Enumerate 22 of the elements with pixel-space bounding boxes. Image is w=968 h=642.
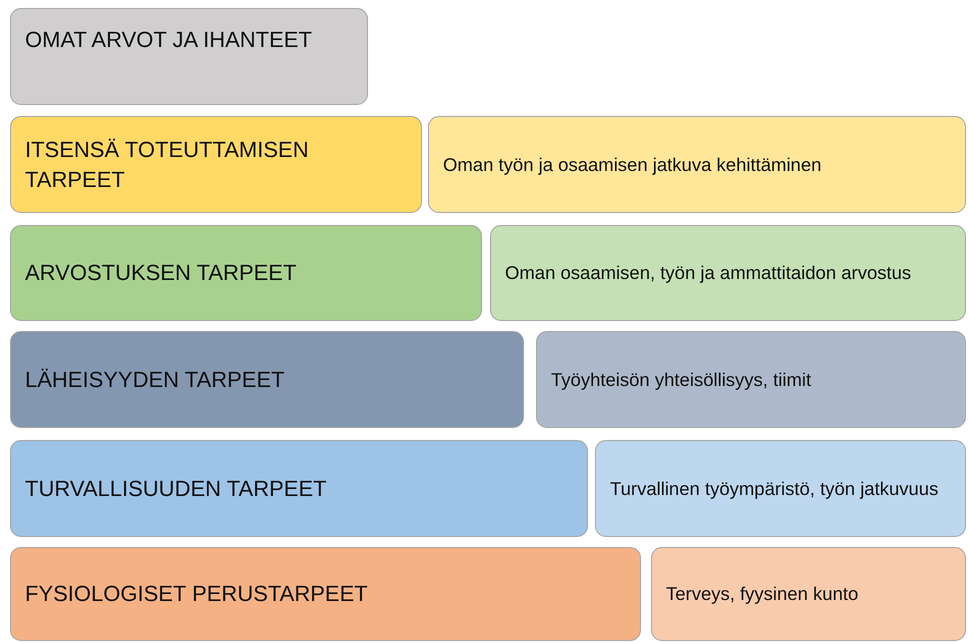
need-level-box bbox=[10, 331, 524, 428]
need-level-box bbox=[10, 225, 482, 321]
description-box bbox=[536, 331, 966, 428]
level-title: ARVOSTUKSEN TARPEET bbox=[25, 259, 296, 287]
level-description: Oman osaamisen, työn ja ammattitaidon arvostus bbox=[505, 261, 912, 285]
need-level-box bbox=[10, 547, 641, 641]
description-box bbox=[428, 116, 966, 213]
level-title: LÄHEISYYDEN TARPEET bbox=[25, 366, 285, 394]
level-description: Työyhteisön yhteisöllisyys, tiimit bbox=[551, 368, 812, 392]
need-level-box bbox=[10, 8, 368, 105]
level-description: Turvallinen työympäristö, työn jatkuvuus bbox=[610, 476, 938, 500]
level-title: OMAT ARVOT JA IHANTEET bbox=[25, 26, 312, 54]
need-level-box bbox=[10, 116, 422, 213]
description-box bbox=[490, 225, 966, 321]
need-level-box bbox=[10, 440, 588, 537]
level-description: Oman työn ja osaamisen jatkuva kehittäminen bbox=[443, 152, 822, 176]
level-description: Terveys, fyysinen kunto bbox=[666, 582, 858, 606]
level-title: ITSENSÄ TOTEUTTAMISEN TARPEET bbox=[25, 136, 310, 194]
level-title: FYSIOLOGISET PERUSTARPEET bbox=[25, 580, 368, 608]
description-box bbox=[651, 547, 966, 641]
description-box bbox=[595, 440, 966, 537]
level-title: TURVALLISUUDEN TARPEET bbox=[25, 474, 327, 502]
